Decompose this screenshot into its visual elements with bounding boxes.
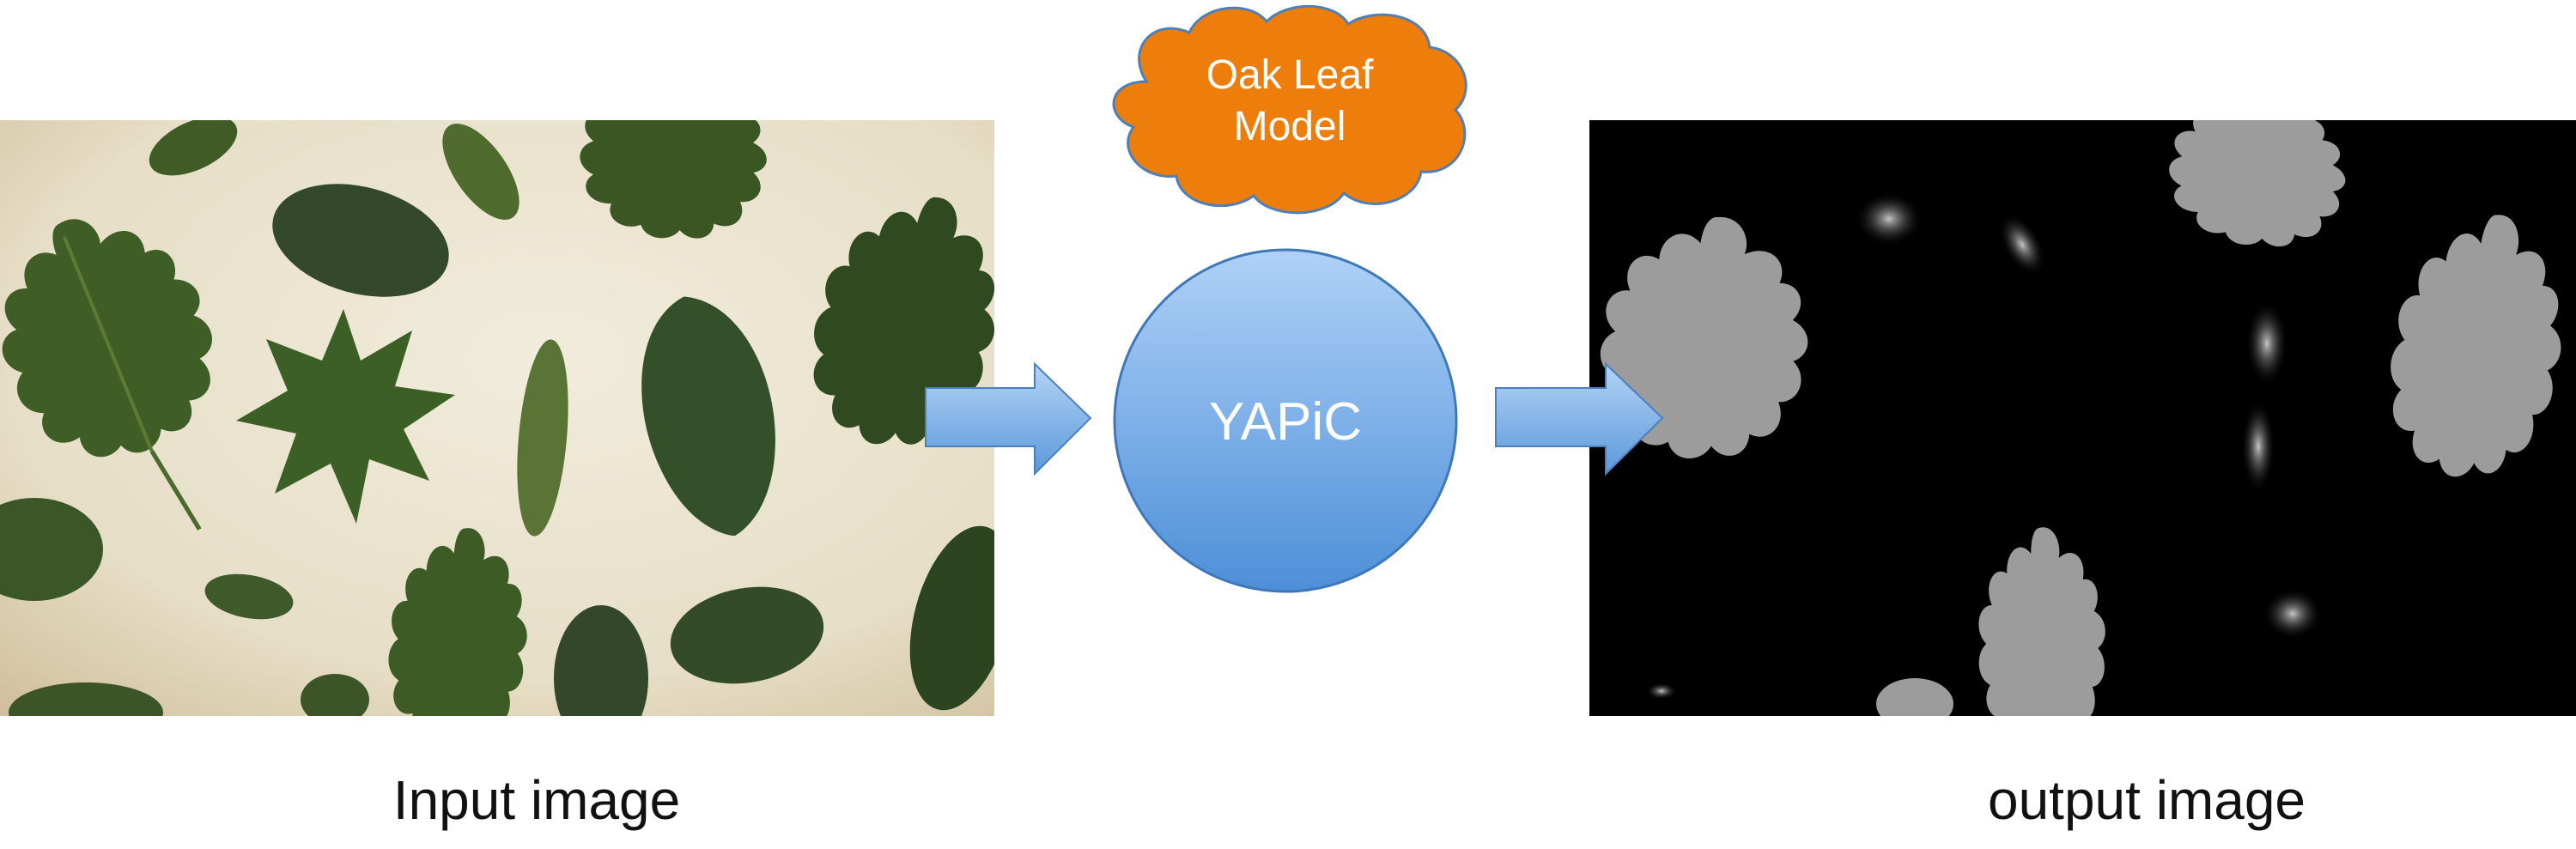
input-leaf-oval	[554, 605, 648, 716]
arrow-input-to-yapic	[925, 361, 1092, 476]
input-image-caption: Input image	[392, 769, 681, 831]
input-leaf-serrated	[272, 184, 449, 297]
output-artifact	[2241, 399, 2275, 494]
input-leaf-small	[149, 120, 238, 176]
input-leaf-partial	[0, 498, 103, 601]
input-leaf-small	[204, 573, 294, 620]
output-artifact	[2263, 588, 2323, 640]
input-leaf-elongated	[442, 124, 519, 220]
input-leaf-oak	[0, 186, 243, 531]
yapic-label: YAPiC	[1209, 392, 1362, 452]
output-image-caption: output image	[1987, 769, 2306, 831]
model-label-line2: Model	[1234, 104, 1346, 149]
output-segment	[1876, 678, 1953, 716]
yapic-circle	[1113, 248, 1458, 593]
output-artifact	[1855, 191, 1923, 246]
input-image	[0, 120, 994, 716]
input-leaf-maple	[236, 309, 455, 524]
input-leaf-thin	[517, 339, 568, 537]
input-leaf-partial	[301, 674, 369, 716]
model-cloud: Oak Leaf Model	[1112, 4, 1467, 215]
output-artifact	[2245, 300, 2288, 386]
model-label-line1: Oak Leaf	[1206, 52, 1374, 98]
model-cloud-shape	[1112, 4, 1467, 215]
arrow-yapic-to-output	[1495, 361, 1664, 476]
output-image	[1589, 120, 2576, 716]
input-leaf-partial	[9, 682, 163, 716]
output-artifact	[1998, 213, 2046, 276]
output-artifact	[1646, 682, 1677, 700]
yapic-node: YAPiC	[1113, 248, 1458, 593]
input-leaf-partial	[909, 525, 994, 711]
input-leaf-oval	[670, 586, 824, 684]
